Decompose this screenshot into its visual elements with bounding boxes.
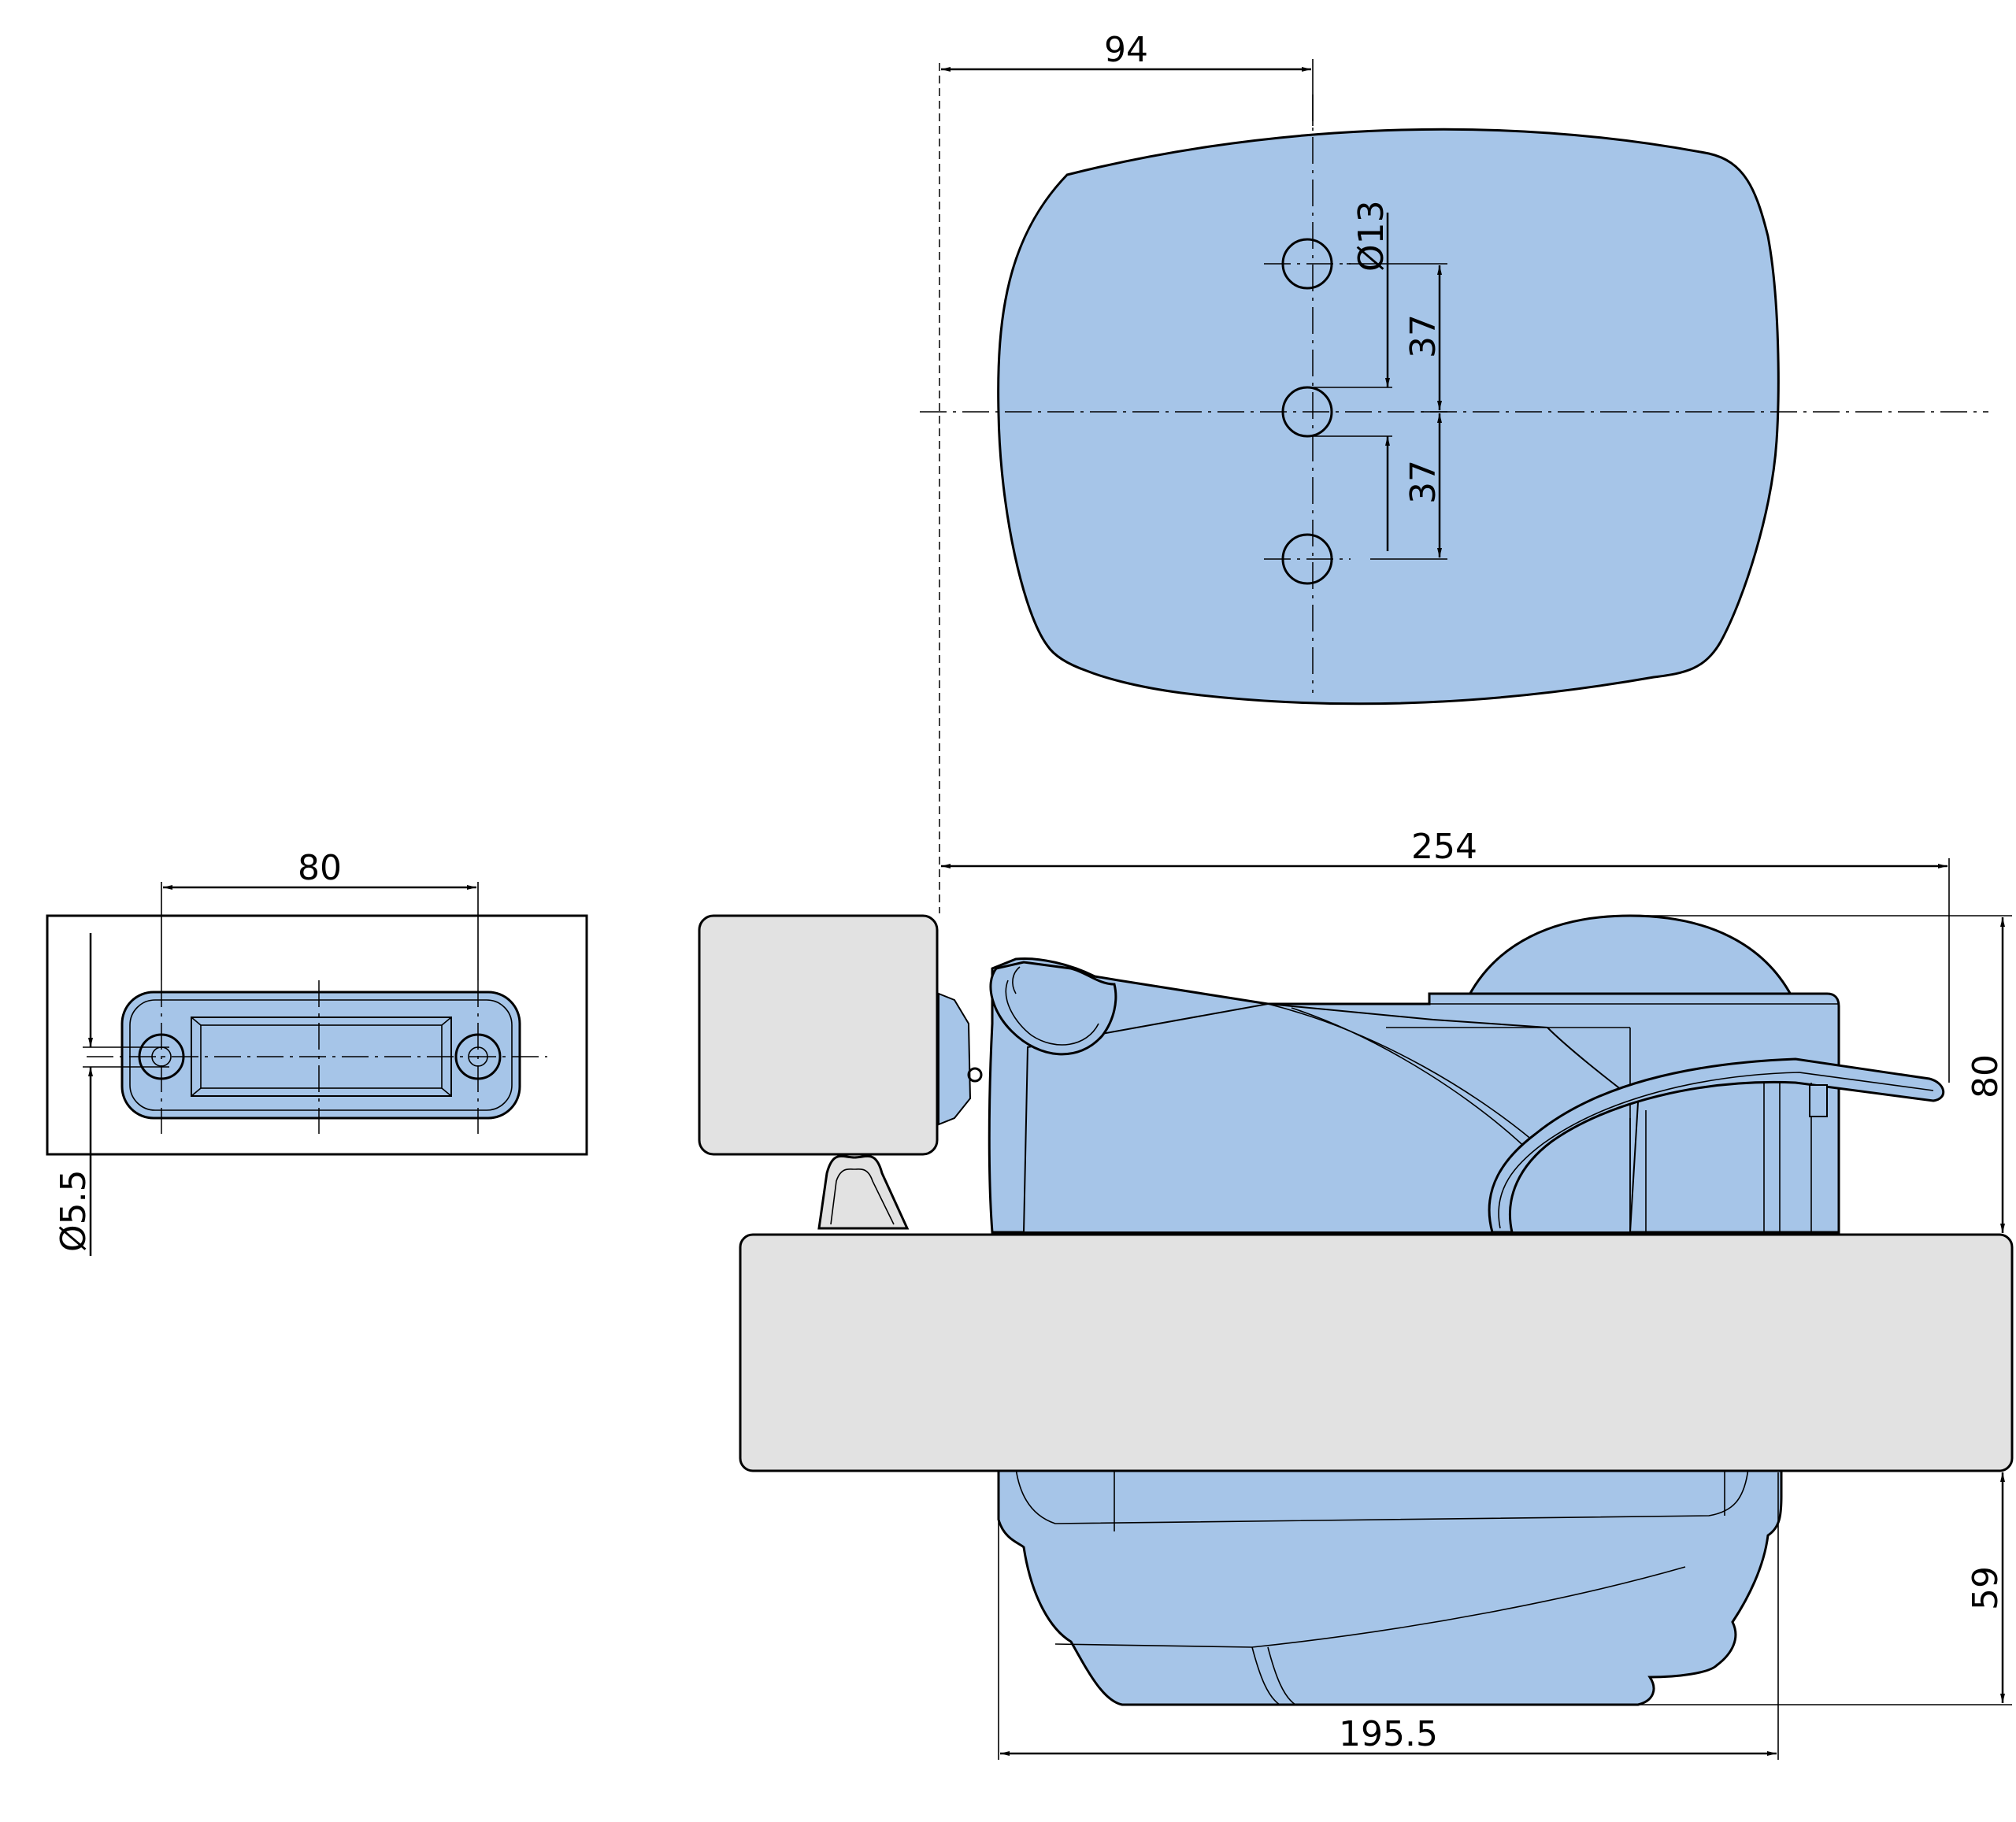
top-offset-label: 94 — [1104, 30, 1148, 70]
hose-clip — [1809, 1084, 1828, 1117]
hinge-pin — [967, 1067, 983, 1083]
cassette-edge-2 — [1291, 1007, 1536, 1158]
height-above-label: 80 — [1966, 1054, 2006, 1098]
hole-pitch-upper-label: 37 — [1403, 314, 1443, 358]
hose — [1488, 1057, 1944, 1234]
housing-lower-seam — [1054, 1566, 1686, 1648]
housing-lower-flap-2 — [1267, 1646, 1296, 1705]
bracket-view: 80 Ø5.5 — [46, 848, 588, 1256]
shackle — [817, 1154, 910, 1230]
bracket-frame — [46, 914, 588, 1156]
hole-diameter-label: Ø13 — [1351, 200, 1392, 272]
top-view-housing — [997, 128, 1780, 705]
wall-block — [698, 914, 939, 1156]
slot-bevel-a — [191, 1017, 202, 1026]
hose-hook — [989, 961, 1117, 1056]
side-view: 254 80 59 195.5 — [698, 827, 2014, 1760]
mounting-slab — [739, 1233, 2014, 1472]
housing-lower-flap — [1251, 1646, 1280, 1705]
cassette-edge — [1267, 1003, 1544, 1150]
hose-centerline — [1498, 1072, 1934, 1229]
bracket-plate-inner — [129, 999, 513, 1111]
hole-pitch-lower-label: 37 — [1403, 460, 1443, 504]
bracket-hole-diameter-label: Ø5.5 — [54, 1169, 94, 1252]
housing-cassette — [1022, 1002, 1640, 1233]
mounting-hole-middle — [1281, 386, 1333, 438]
height-below-label: 59 — [1966, 1566, 2006, 1610]
bottom-width-label: 195.5 — [1339, 1714, 1438, 1754]
dome-cap — [1466, 914, 1794, 998]
slot-bevel-d — [441, 1087, 452, 1097]
slot-bevel-b — [441, 1017, 452, 1026]
housing-lower — [997, 1467, 1783, 1706]
slot-bevel-c — [191, 1087, 202, 1097]
hose-hook-lip — [1012, 966, 1021, 994]
top-view: Ø13 37 37 94 — [920, 30, 1988, 913]
hinge-bracket — [938, 992, 972, 1126]
overall-width-label: 254 — [1411, 827, 1477, 867]
housing-lower-rim — [1015, 1468, 1749, 1524]
hose-hook-inner — [1005, 980, 1099, 1046]
shackle-inner — [830, 1168, 895, 1225]
bracket-hole-spacing-label: 80 — [298, 848, 342, 888]
